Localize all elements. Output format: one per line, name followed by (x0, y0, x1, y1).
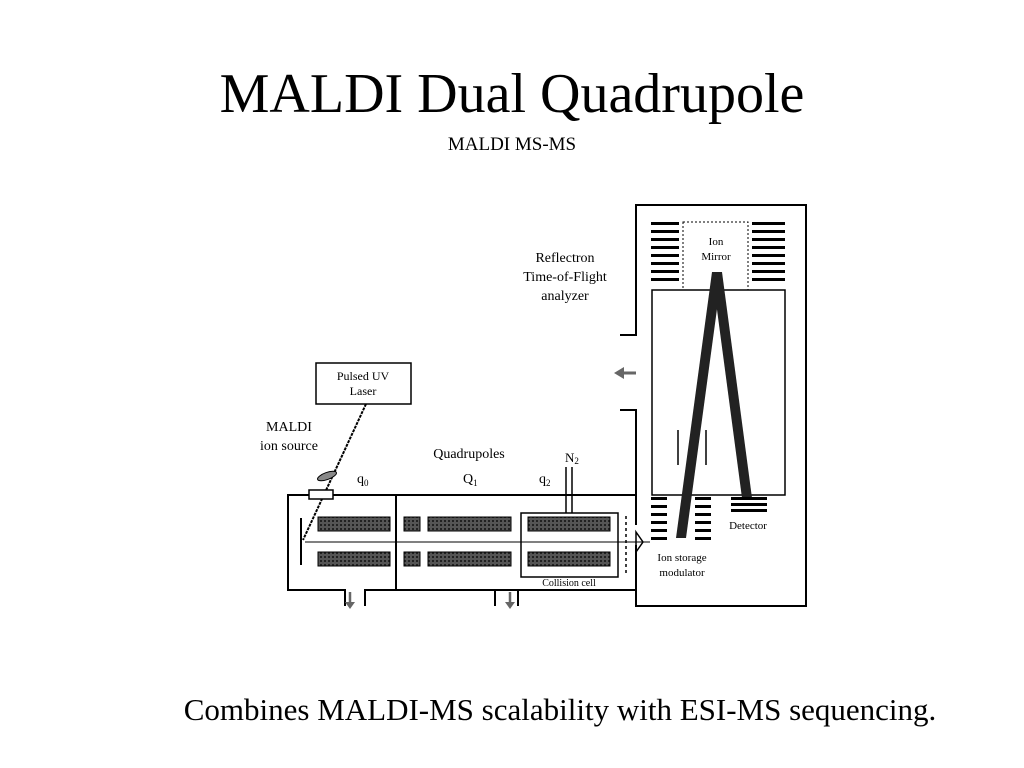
reflectron-label-line3: analyzer (541, 289, 589, 304)
ion-mirror-label-line1: Ion (709, 236, 724, 248)
ion-flight-path (676, 272, 752, 538)
ion-mirror-plates (651, 222, 785, 281)
laser-label-line1: Pulsed UV (337, 369, 390, 383)
n2-inlet (565, 467, 573, 513)
ion-storage-modulator-plates (651, 497, 711, 540)
tof-housing (620, 204, 807, 607)
arrow-left-icon (614, 367, 636, 379)
collision-cell-label: Collision cell (542, 578, 596, 589)
ion-mirror-label-line2: Mirror (701, 251, 731, 263)
q0-label: q0 (357, 472, 369, 488)
laser-label-line2: Laser (350, 384, 377, 398)
Q1-label: Q1 (463, 472, 478, 488)
arrow-down-icon (345, 592, 515, 609)
reflectron-label-line2: Time-of-Flight (523, 270, 607, 285)
entrance-marker (635, 529, 644, 555)
ion-storage-label-line2: modulator (659, 567, 705, 579)
detector (731, 497, 767, 512)
quadrupoles-label: Quadrupoles (433, 447, 505, 462)
quadrupole-housing (287, 494, 636, 606)
slide-title: MALDI Dual Quadrupole (219, 63, 805, 125)
slide-caption: Combines MALDI-MS scalability with ESI-M… (183, 692, 937, 727)
detector-label: Detector (729, 520, 767, 532)
ion-storage-label-line1: Ion storage (657, 552, 706, 564)
maldi-label-line2: ion source (260, 439, 318, 454)
reflectron-label-line1: Reflectron (535, 251, 594, 266)
slide-subtitle: MALDI MS-MS (447, 134, 577, 155)
n2-label: N2 (565, 450, 579, 466)
pulsed-uv-laser (302, 362, 412, 541)
q2-label: q2 (539, 472, 551, 488)
maldi-label-line1: MALDI (266, 420, 312, 435)
quadrupole-rods (317, 516, 611, 567)
